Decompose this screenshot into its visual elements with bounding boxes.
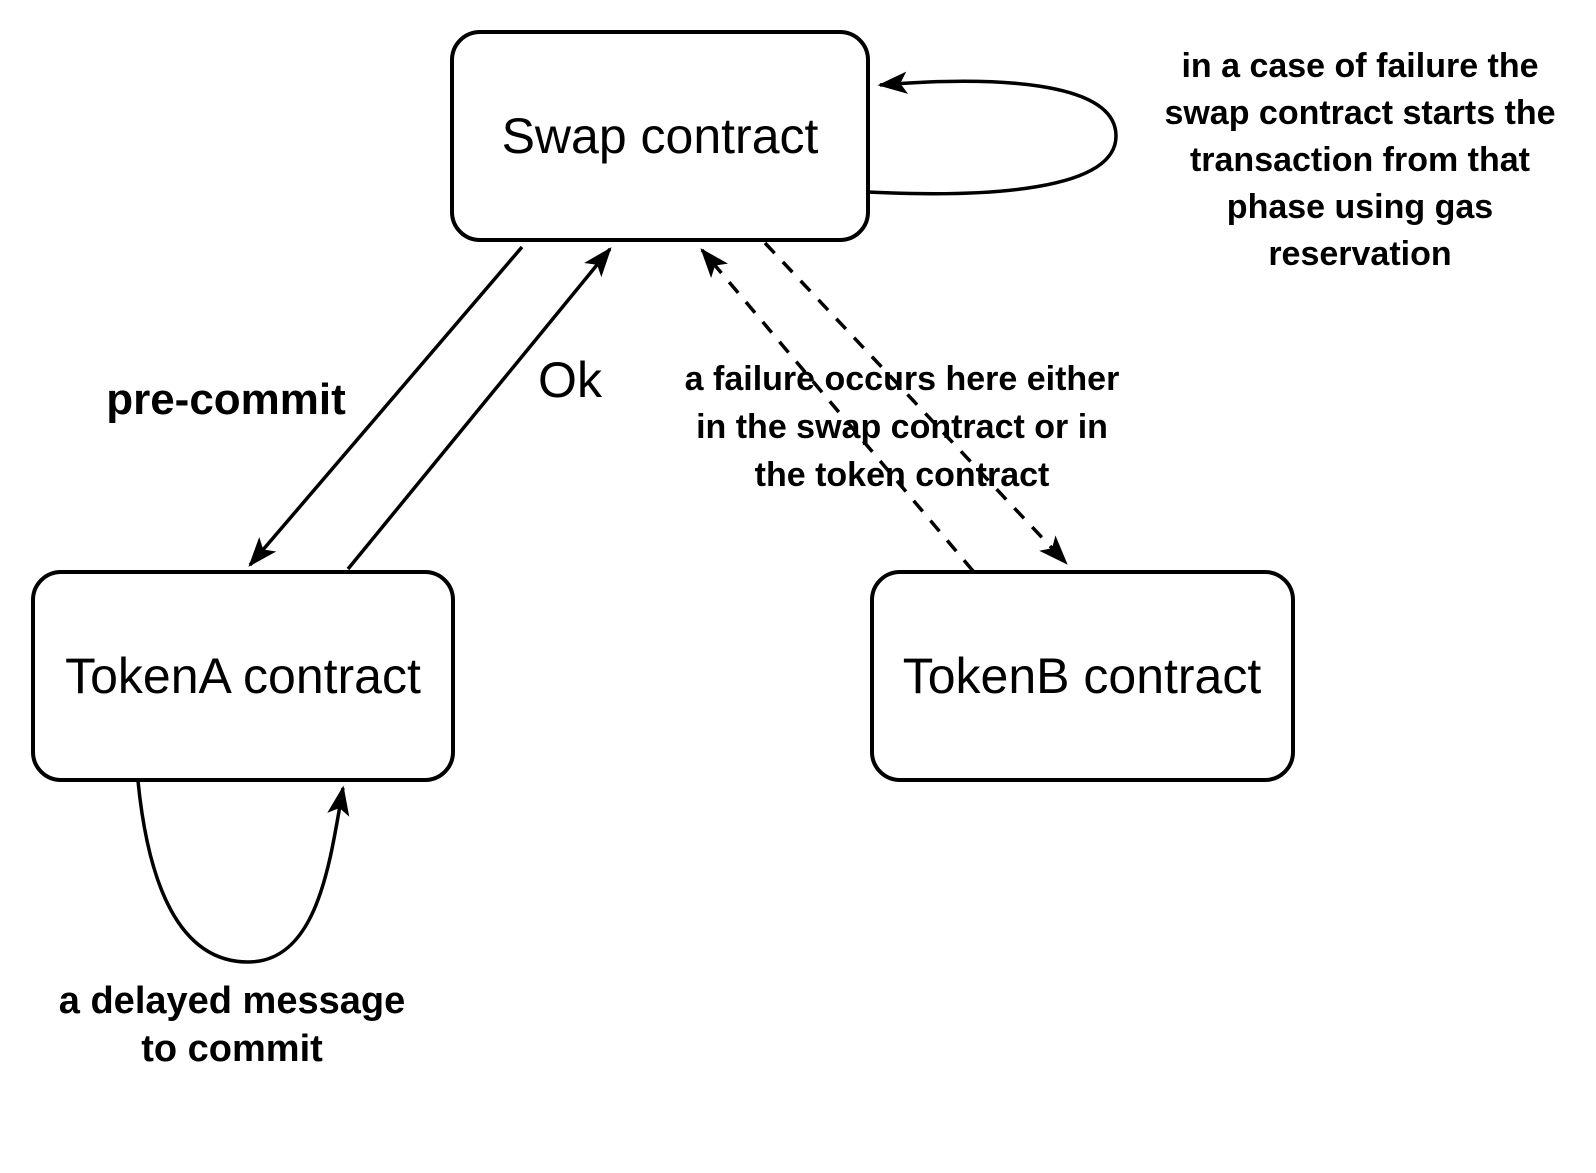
svg-text:reservation: reservation bbox=[1268, 235, 1451, 273]
tokena-contract-label: TokenA contract bbox=[65, 648, 421, 704]
swap-self-loop-arrow bbox=[867, 71, 1118, 196]
svg-text:phase using gas: phase using gas bbox=[1227, 188, 1493, 226]
svg-text:to commit: to commit bbox=[141, 1028, 323, 1070]
pre-commit-arrow bbox=[248, 245, 524, 567]
delayed-commit-annotation: a delayed message to commit bbox=[59, 980, 405, 1070]
svg-text:a failure occurs here either: a failure occurs here either bbox=[685, 360, 1120, 398]
pre-commit-label: pre-commit bbox=[106, 375, 346, 424]
svg-text:transaction from that: transaction from that bbox=[1190, 141, 1530, 179]
node-tokena-contract bbox=[31, 570, 455, 782]
tokena-self-loop-arrow bbox=[136, 780, 350, 964]
svg-text:in the swap contract or in: in the swap contract or in bbox=[696, 408, 1108, 446]
swap-contract-label: Swap contract bbox=[502, 108, 819, 164]
failure-location-annotation: a failure occurs here either in the swap… bbox=[685, 360, 1120, 494]
tokenb-to-swap-dashed-arrow bbox=[700, 248, 975, 573]
svg-text:in a case of failure the: in a case of failure the bbox=[1181, 47, 1538, 85]
svg-text:a delayed message: a delayed message bbox=[59, 980, 405, 1022]
svg-text:swap contract starts the: swap contract starts the bbox=[1164, 94, 1555, 132]
svg-text:the token contract: the token contract bbox=[755, 456, 1050, 494]
node-tokenb-contract bbox=[870, 570, 1295, 782]
tokenb-contract-label: TokenB contract bbox=[903, 648, 1262, 704]
node-swap-contract bbox=[450, 30, 870, 242]
ok-arrow bbox=[346, 247, 612, 571]
ok-label: Ok bbox=[538, 352, 603, 408]
gas-reservation-annotation: in a case of failure the swap contract s… bbox=[1164, 47, 1555, 273]
swap-to-tokenb-dashed-arrow bbox=[763, 241, 1068, 565]
